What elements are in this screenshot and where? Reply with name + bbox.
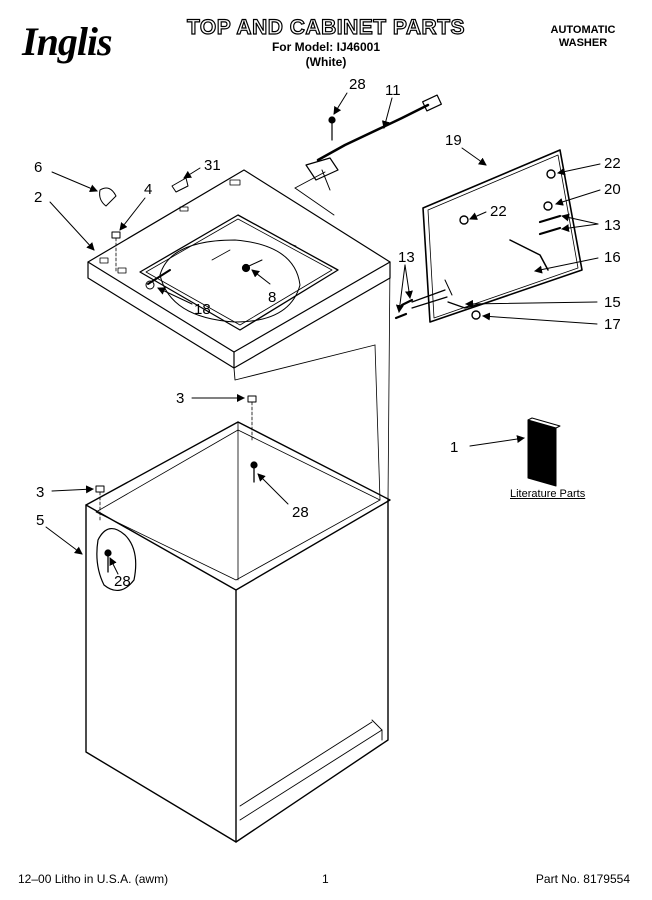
washer-cabinet (85, 261, 391, 843)
callout-28-low: 28 (114, 573, 131, 590)
clip-31 (171, 177, 189, 193)
callout-8: 8 (268, 289, 276, 306)
grommet-20 (543, 201, 553, 211)
leader-15 (465, 299, 598, 308)
literature-booklet (527, 419, 557, 487)
footer-part-number: Part No. 8179554 (535, 872, 630, 886)
callout-16: 16 (604, 249, 621, 266)
callout-13-right: 13 (604, 217, 621, 234)
hinge-tube (147, 269, 171, 285)
leader-6 (51, 171, 98, 192)
callout-18: 18 (194, 301, 211, 318)
product-type-line1: AUTOMATIC (550, 24, 616, 36)
footer-litho: 12–00 Litho in U.S.A. (awm) (18, 872, 169, 886)
screw-28-corner (250, 461, 258, 469)
grommet-17 (471, 310, 481, 320)
leader-22b (469, 211, 487, 220)
color-line: (White) (305, 55, 347, 69)
leader-28-top (333, 92, 348, 115)
callout-19: 19 (445, 132, 462, 149)
leader-16 (534, 257, 599, 274)
literature-parts-label: Literature Parts (510, 488, 586, 500)
leader-19 (461, 147, 487, 166)
leader-17 (482, 312, 598, 325)
leader-4 (119, 197, 146, 231)
callout-5: 5 (36, 512, 44, 529)
leader-1 (469, 435, 525, 447)
leader-28-low (109, 557, 119, 575)
washer-top (87, 169, 391, 381)
leader-13a-2 (561, 223, 599, 232)
leader-11 (381, 97, 393, 129)
callout-22-lower: 22 (490, 203, 507, 220)
leader-8 (251, 269, 271, 285)
screw-28-cabinet (104, 549, 112, 557)
callout-31: 31 (204, 157, 221, 174)
callout-3-left: 3 (36, 484, 44, 501)
callout-15: 15 (604, 294, 621, 311)
footer-page-number: 1 (322, 872, 329, 886)
part-4 (111, 231, 121, 273)
leader-13b-2 (404, 264, 413, 299)
callout-3-top: 3 (176, 390, 184, 407)
screw-8 (241, 259, 263, 273)
leader-28-mid (257, 473, 289, 505)
callout-13-left: 13 (398, 249, 415, 266)
callout-2: 2 (34, 189, 42, 206)
lid-switch-harness (294, 94, 442, 216)
leader-20 (555, 189, 601, 206)
leader-18 (157, 287, 193, 305)
callout-1: 1 (450, 439, 458, 456)
callout-28-mid: 28 (292, 504, 309, 521)
leader-13b-1 (395, 264, 406, 313)
leader-22a (557, 163, 601, 176)
brand-logo: Inglis (22, 19, 113, 64)
clip-3-top (247, 395, 257, 403)
hinge-end (145, 280, 155, 290)
clip-6 (99, 187, 117, 207)
model-line: For Model: IJ46001 (271, 40, 381, 54)
console-panel (411, 149, 583, 323)
callout-11: 11 (385, 82, 401, 99)
screw-13b (538, 226, 562, 236)
leader-3-left (51, 485, 94, 494)
grommet-22-lower (459, 215, 469, 225)
callout-4: 4 (144, 181, 152, 198)
callout-20: 20 (604, 181, 621, 198)
callout-22-upper: 22 (604, 155, 621, 172)
callout-28-top: 28 (349, 76, 366, 93)
leader-5 (45, 526, 83, 555)
leader-13a-1 (561, 213, 599, 225)
callout-6: 6 (34, 159, 42, 176)
screw-13d (400, 298, 414, 307)
screw-13c (394, 312, 408, 320)
product-type-line2: WASHER (558, 37, 608, 49)
grommet-22-upper (546, 169, 556, 179)
screw-13a (538, 214, 562, 224)
clip-3-left (95, 485, 105, 493)
leader-2 (49, 201, 95, 251)
page-title: TOP AND CABINET PARTS (186, 15, 466, 39)
leader-31 (183, 167, 201, 179)
callout-17: 17 (604, 316, 621, 333)
